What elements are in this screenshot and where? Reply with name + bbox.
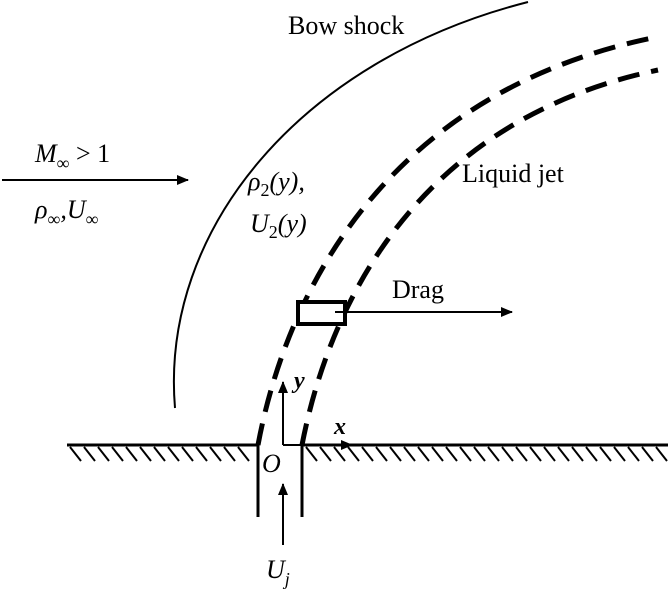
hatch-mark	[375, 446, 388, 462]
hatch-mark	[459, 446, 472, 462]
hatch-mark	[655, 446, 668, 462]
hatch-mark	[543, 446, 556, 462]
jet-velocity-label: Uj	[266, 555, 290, 589]
hatch-mark	[389, 446, 402, 462]
U2-label: U2(y)	[250, 209, 307, 242]
hatch-mark	[223, 446, 236, 462]
hatch-mark	[641, 446, 654, 462]
hatch-mark	[305, 446, 318, 462]
hatch-mark	[195, 446, 208, 462]
hatch-mark	[473, 446, 486, 462]
y-axis-label: y	[291, 368, 305, 394]
hatch-mark	[69, 446, 82, 462]
hatch-mark	[347, 446, 360, 462]
freestream-conditions-label: ρ∞,U∞	[34, 195, 99, 229]
wall-hatching-left	[69, 446, 250, 462]
hatch-mark	[125, 446, 138, 462]
hatch-mark	[237, 446, 250, 462]
hatch-mark	[403, 446, 416, 462]
freestream-mach-label: M∞ > 1	[34, 139, 110, 173]
hatch-mark	[613, 446, 626, 462]
origin-label: O	[262, 449, 281, 478]
hatch-mark	[167, 446, 180, 462]
hatch-mark	[529, 446, 542, 462]
bow-shock-curve	[172, 1, 529, 409]
hatch-mark	[333, 446, 346, 462]
hatch-mark	[501, 446, 514, 462]
hatch-mark	[417, 446, 430, 462]
hatch-mark	[515, 446, 528, 462]
hatch-mark	[209, 446, 222, 462]
hatch-mark	[585, 446, 598, 462]
x-axis-label: x	[333, 414, 346, 440]
hatch-mark	[599, 446, 612, 462]
drag-label: Drag	[392, 275, 444, 304]
hatch-mark	[97, 446, 110, 462]
bow-shock-label: Bow shock	[288, 11, 404, 40]
hatch-mark	[487, 446, 500, 462]
jet-boundary-upstream	[255, 35, 653, 446]
hatch-mark	[181, 446, 194, 462]
hatch-mark	[153, 446, 166, 462]
wall	[67, 443, 668, 462]
jet-boundary-downstream	[299, 67, 659, 446]
hatch-mark	[111, 446, 124, 462]
hatch-mark	[361, 446, 374, 462]
hatch-mark	[139, 446, 152, 462]
hatch-mark	[445, 446, 458, 462]
hatch-mark	[319, 446, 332, 462]
liquid-jet-label: Liquid jet	[462, 159, 565, 188]
hatch-mark	[571, 446, 584, 462]
hatch-mark	[627, 446, 640, 462]
hatch-mark	[557, 446, 570, 462]
hatch-mark	[83, 446, 96, 462]
hatch-mark	[431, 446, 444, 462]
rho2-label: ρ2(y),	[247, 167, 305, 200]
wall-hatching-right	[305, 446, 668, 462]
